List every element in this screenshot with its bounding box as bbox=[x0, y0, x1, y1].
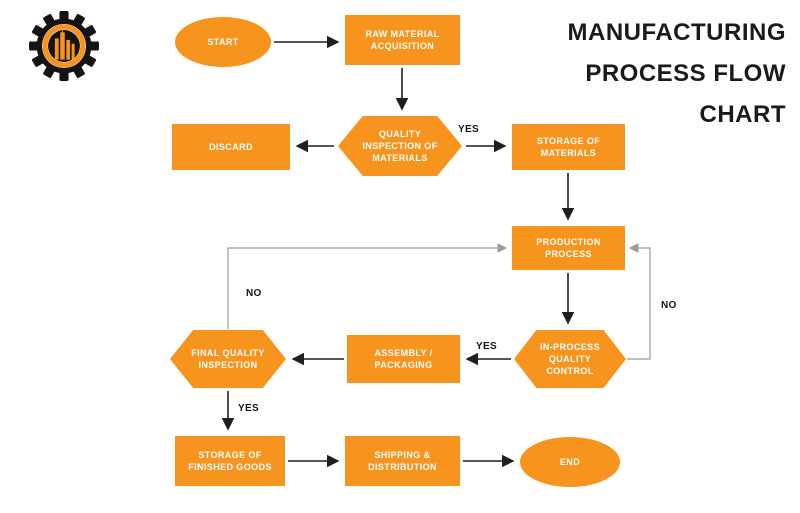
chart-title-line-1: MANUFACTURING bbox=[567, 19, 786, 46]
node-storage-of-materials: STORAGE OF MATERIALS bbox=[512, 124, 625, 170]
node-discard: DISCARD bbox=[172, 124, 290, 170]
node-shipping-distribution: SHIPPING & DISTRIBUTION bbox=[345, 436, 460, 486]
node-raw-material-acquisition: RAW MATERIAL ACQUISITION bbox=[345, 15, 460, 65]
node-production-process: PRODUCTION PROCESS bbox=[512, 226, 625, 270]
chart-title: MANUFACTURING PROCESS FLOW CHART bbox=[568, 12, 786, 135]
node-storage-of-finished-goods: STORAGE OF FINISHED GOODS bbox=[175, 436, 285, 486]
node-quality-inspection: QUALITY INSPECTION OF MATERIALS bbox=[338, 116, 462, 176]
edge-label-no-final-loop: NO bbox=[246, 288, 262, 299]
edge-label-yes-ipqc-assembly: YES bbox=[476, 341, 497, 352]
edge-ipqc-no-loop bbox=[627, 243, 651, 360]
node-start: START bbox=[175, 17, 271, 67]
node-assembly-packaging: ASSEMBLY / PACKAGING bbox=[347, 335, 460, 383]
chart-title-line-2: PROCESS FLOW bbox=[585, 60, 786, 87]
node-final-quality-inspection: FINAL QUALITY INSPECTION bbox=[170, 330, 286, 388]
gear-city-logo-icon bbox=[29, 11, 99, 81]
edge-label-yes-qi-storage: YES bbox=[458, 124, 479, 135]
node-in-process-quality-control: IN-PROCESS QUALITY CONTROL bbox=[514, 330, 626, 388]
chart-title-line-3: CHART bbox=[699, 101, 786, 128]
edge-label-no-ipqc-loop: NO bbox=[661, 300, 677, 311]
city-skyline-icon bbox=[54, 30, 75, 60]
edge-final-no-loop bbox=[227, 243, 508, 329]
edge-label-yes-final-storage: YES bbox=[238, 403, 259, 414]
node-end: END bbox=[520, 437, 620, 487]
